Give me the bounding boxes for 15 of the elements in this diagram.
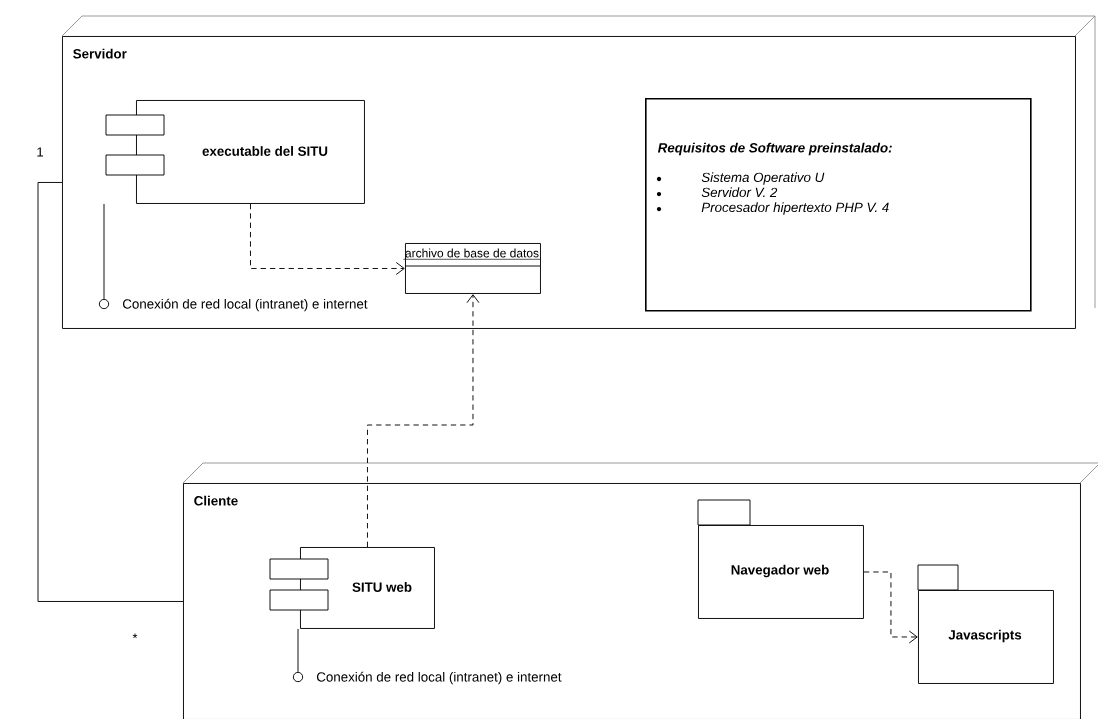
multiplicity-label: *	[132, 633, 138, 639]
connector	[297, 628, 299, 673]
interface-label: Conexión de red local (intranet) e internet	[122, 298, 368, 312]
note-box: Requisitos de Software preinstalado: Sistema Operativo U Servidor V. 2 Procesador hipertexto PHP V. 4	[645, 98, 1032, 312]
interface-label: Conexión de red local (intranet) e internet	[316, 671, 562, 685]
component-box: SITU web	[269, 547, 435, 629]
connector	[250, 203, 405, 275]
component-box: executable del SITU	[105, 100, 365, 204]
connector	[37, 182, 184, 602]
package-box: Navegador web	[697, 499, 864, 619]
connector	[863, 571, 918, 644]
multiplicity-label: 1	[37, 147, 44, 157]
connector	[367, 294, 480, 548]
connector	[103, 203, 105, 300]
package-box: Javascripts	[917, 564, 1054, 684]
